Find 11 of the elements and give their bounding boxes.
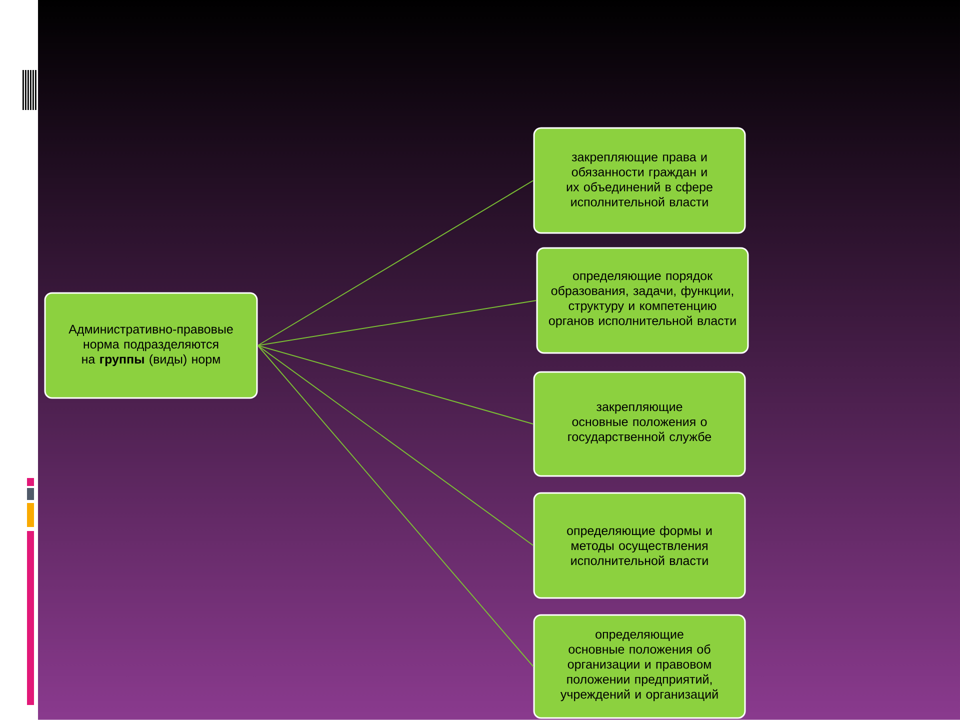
text-box: закрепляющие права и обязанности граждан и их объединений в сфере исполнительной власти bbox=[533, 127, 746, 234]
text-box: определяющие формы и методы осуществления исполнительной власти bbox=[533, 492, 746, 599]
text-box: определяющие основные положения об организации и правовом положении предприятий, учреждений и организаций bbox=[533, 614, 746, 719]
connector-line bbox=[257, 345, 534, 667]
connector-line bbox=[257, 300, 537, 346]
text-box: Административно-правовые норма подразделяются на группы (виды) норм bbox=[44, 292, 258, 399]
connector-line bbox=[257, 180, 534, 346]
connector-line bbox=[257, 345, 534, 424]
connector-line bbox=[257, 345, 534, 546]
text-box: определяющие порядок образования, задачи, функции, структуру и компетенцию органов исполнительной власти bbox=[536, 247, 749, 354]
text-box: закрепляющие основные положения о государственной службе bbox=[533, 371, 746, 477]
